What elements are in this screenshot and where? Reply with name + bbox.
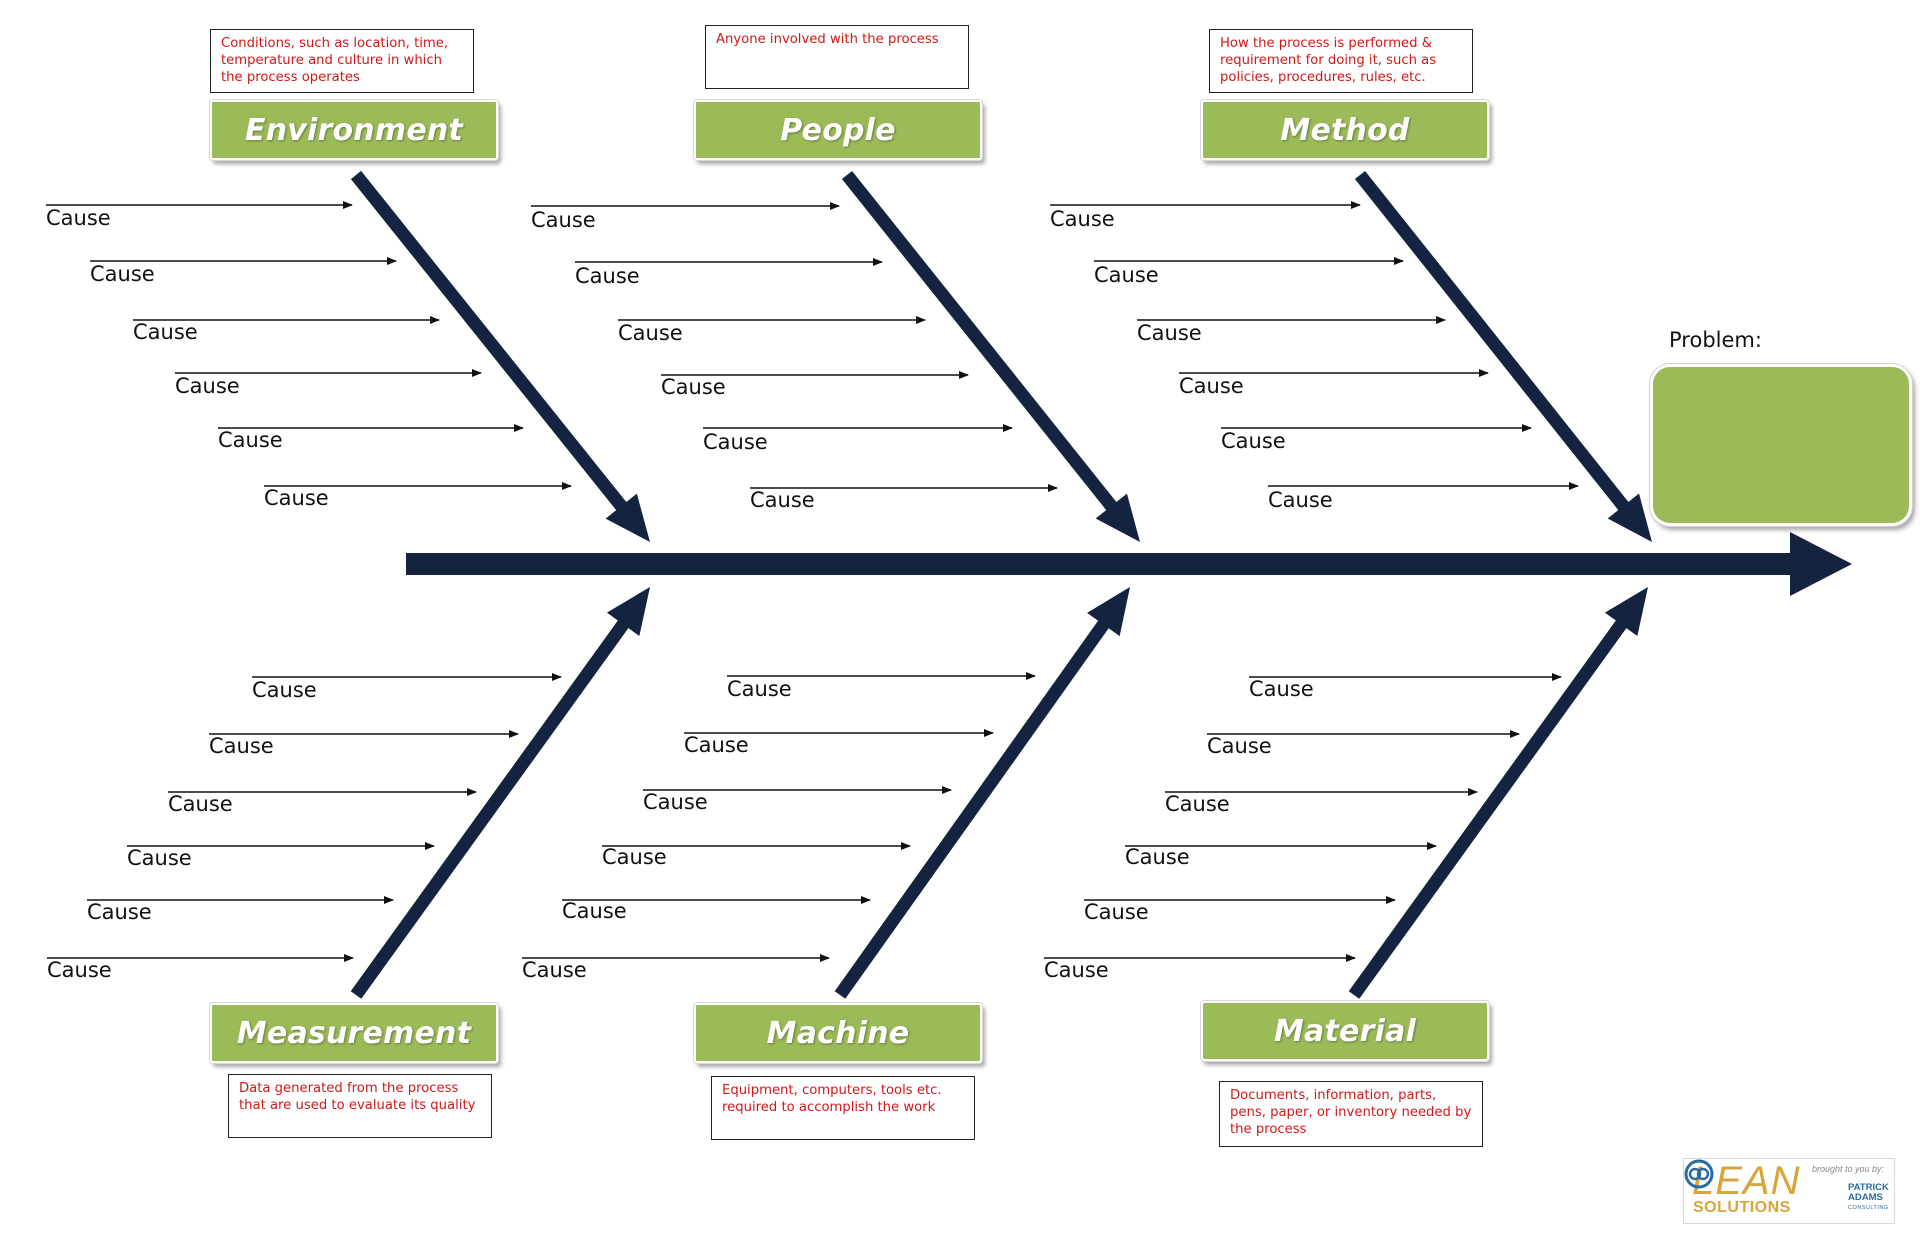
spine-arrowhead: [1790, 532, 1852, 596]
material-bone-arrowhead: [1604, 587, 1648, 637]
cause-label[interactable]: Cause: [1179, 374, 1244, 398]
people-description: Anyone involved with the process: [705, 25, 969, 89]
cause-label[interactable]: Cause: [168, 792, 233, 816]
material-bone-shaft: [1348, 617, 1629, 999]
category-environment[interactable]: Environment: [210, 100, 498, 160]
cause-label[interactable]: Cause: [703, 430, 768, 454]
category-material[interactable]: Material: [1201, 1001, 1489, 1061]
cause-label[interactable]: Cause: [133, 320, 198, 344]
logo-tagline: brought to you by:: [1812, 1164, 1885, 1174]
spine-shaft: [406, 553, 1798, 575]
machine-description: Equipment, computers, tools etc. require…: [711, 1076, 975, 1140]
cause-label[interactable]: Cause: [1050, 207, 1115, 231]
machine-bone: [834, 587, 1130, 999]
measurement-bone-shaft: [350, 617, 631, 999]
environment-bone-arrowhead: [605, 493, 650, 542]
cause-label[interactable]: Cause: [47, 958, 112, 982]
category-measurement[interactable]: Measurement: [210, 1003, 498, 1063]
cause-label[interactable]: Cause: [209, 734, 274, 758]
cause-label[interactable]: Cause: [684, 733, 749, 757]
people-bone: [841, 170, 1140, 542]
patrick-adams-mark-icon: [1684, 1159, 1714, 1189]
cause-label[interactable]: Cause: [602, 845, 667, 869]
cause-label[interactable]: Cause: [1221, 429, 1286, 453]
environment-bone: [350, 170, 650, 542]
material-description: Documents, information, parts, pens, pap…: [1219, 1081, 1483, 1147]
cause-label[interactable]: Cause: [1207, 734, 1272, 758]
cause-label[interactable]: Cause: [1137, 321, 1202, 345]
method-description: How the process is performed & requireme…: [1209, 29, 1473, 93]
logo-solutions-text: SOLUTIONS: [1693, 1199, 1791, 1216]
category-people[interactable]: People: [694, 100, 982, 160]
category-bones: [350, 170, 1652, 999]
measurement-bone: [350, 587, 650, 999]
cause-lines: [46, 201, 1579, 962]
method-bone: [1354, 170, 1652, 542]
cause-label[interactable]: Cause: [661, 375, 726, 399]
cause-label[interactable]: Cause: [575, 264, 640, 288]
people-bone-arrowhead: [1095, 493, 1140, 542]
spine: [406, 532, 1852, 596]
cause-label[interactable]: Cause: [522, 958, 587, 982]
category-machine[interactable]: Machine: [694, 1003, 982, 1063]
cause-label[interactable]: Cause: [87, 900, 152, 924]
problem-box[interactable]: [1650, 364, 1912, 526]
measurement-description: Data generated from the process that are…: [228, 1074, 492, 1138]
cause-label[interactable]: Cause: [127, 846, 192, 870]
cause-label[interactable]: Cause: [252, 678, 317, 702]
category-method[interactable]: Method: [1201, 100, 1489, 160]
cause-label[interactable]: Cause: [562, 899, 627, 923]
logo-partner-name: PATRICK ADAMS: [1848, 1182, 1889, 1203]
cause-label[interactable]: Cause: [1125, 845, 1190, 869]
cause-label[interactable]: Cause: [618, 321, 683, 345]
cause-label[interactable]: Cause: [643, 790, 708, 814]
cause-label[interactable]: Cause: [750, 488, 815, 512]
cause-label[interactable]: Cause: [1268, 488, 1333, 512]
cause-label[interactable]: Cause: [46, 206, 111, 230]
method-bone-arrowhead: [1607, 493, 1652, 542]
people-bone-shaft: [841, 170, 1119, 514]
measurement-bone-arrowhead: [606, 587, 650, 637]
cause-label[interactable]: Cause: [727, 677, 792, 701]
cause-label[interactable]: Cause: [264, 486, 329, 510]
lean-solutions-logo: LEAN SOLUTIONS brought to you by: PATRIC…: [1683, 1158, 1895, 1224]
machine-bone-shaft: [834, 617, 1111, 999]
material-bone: [1348, 587, 1648, 999]
cause-label[interactable]: Cause: [1249, 677, 1314, 701]
method-bone-shaft: [1354, 170, 1631, 514]
cause-label[interactable]: Cause: [1165, 792, 1230, 816]
cause-label[interactable]: Cause: [531, 208, 596, 232]
cause-label[interactable]: Cause: [1094, 263, 1159, 287]
environment-description: Conditions, such as location, time, temp…: [210, 29, 474, 93]
cause-label[interactable]: Cause: [175, 374, 240, 398]
problem-label: Problem:: [1669, 328, 1762, 352]
cause-label[interactable]: Cause: [1084, 900, 1149, 924]
cause-label[interactable]: Cause: [1044, 958, 1109, 982]
cause-label[interactable]: Cause: [218, 428, 283, 452]
cause-label[interactable]: Cause: [90, 262, 155, 286]
machine-bone-arrowhead: [1087, 587, 1130, 637]
environment-bone-shaft: [350, 170, 629, 514]
logo-partner-sub: CONSULTING: [1848, 1205, 1889, 1211]
